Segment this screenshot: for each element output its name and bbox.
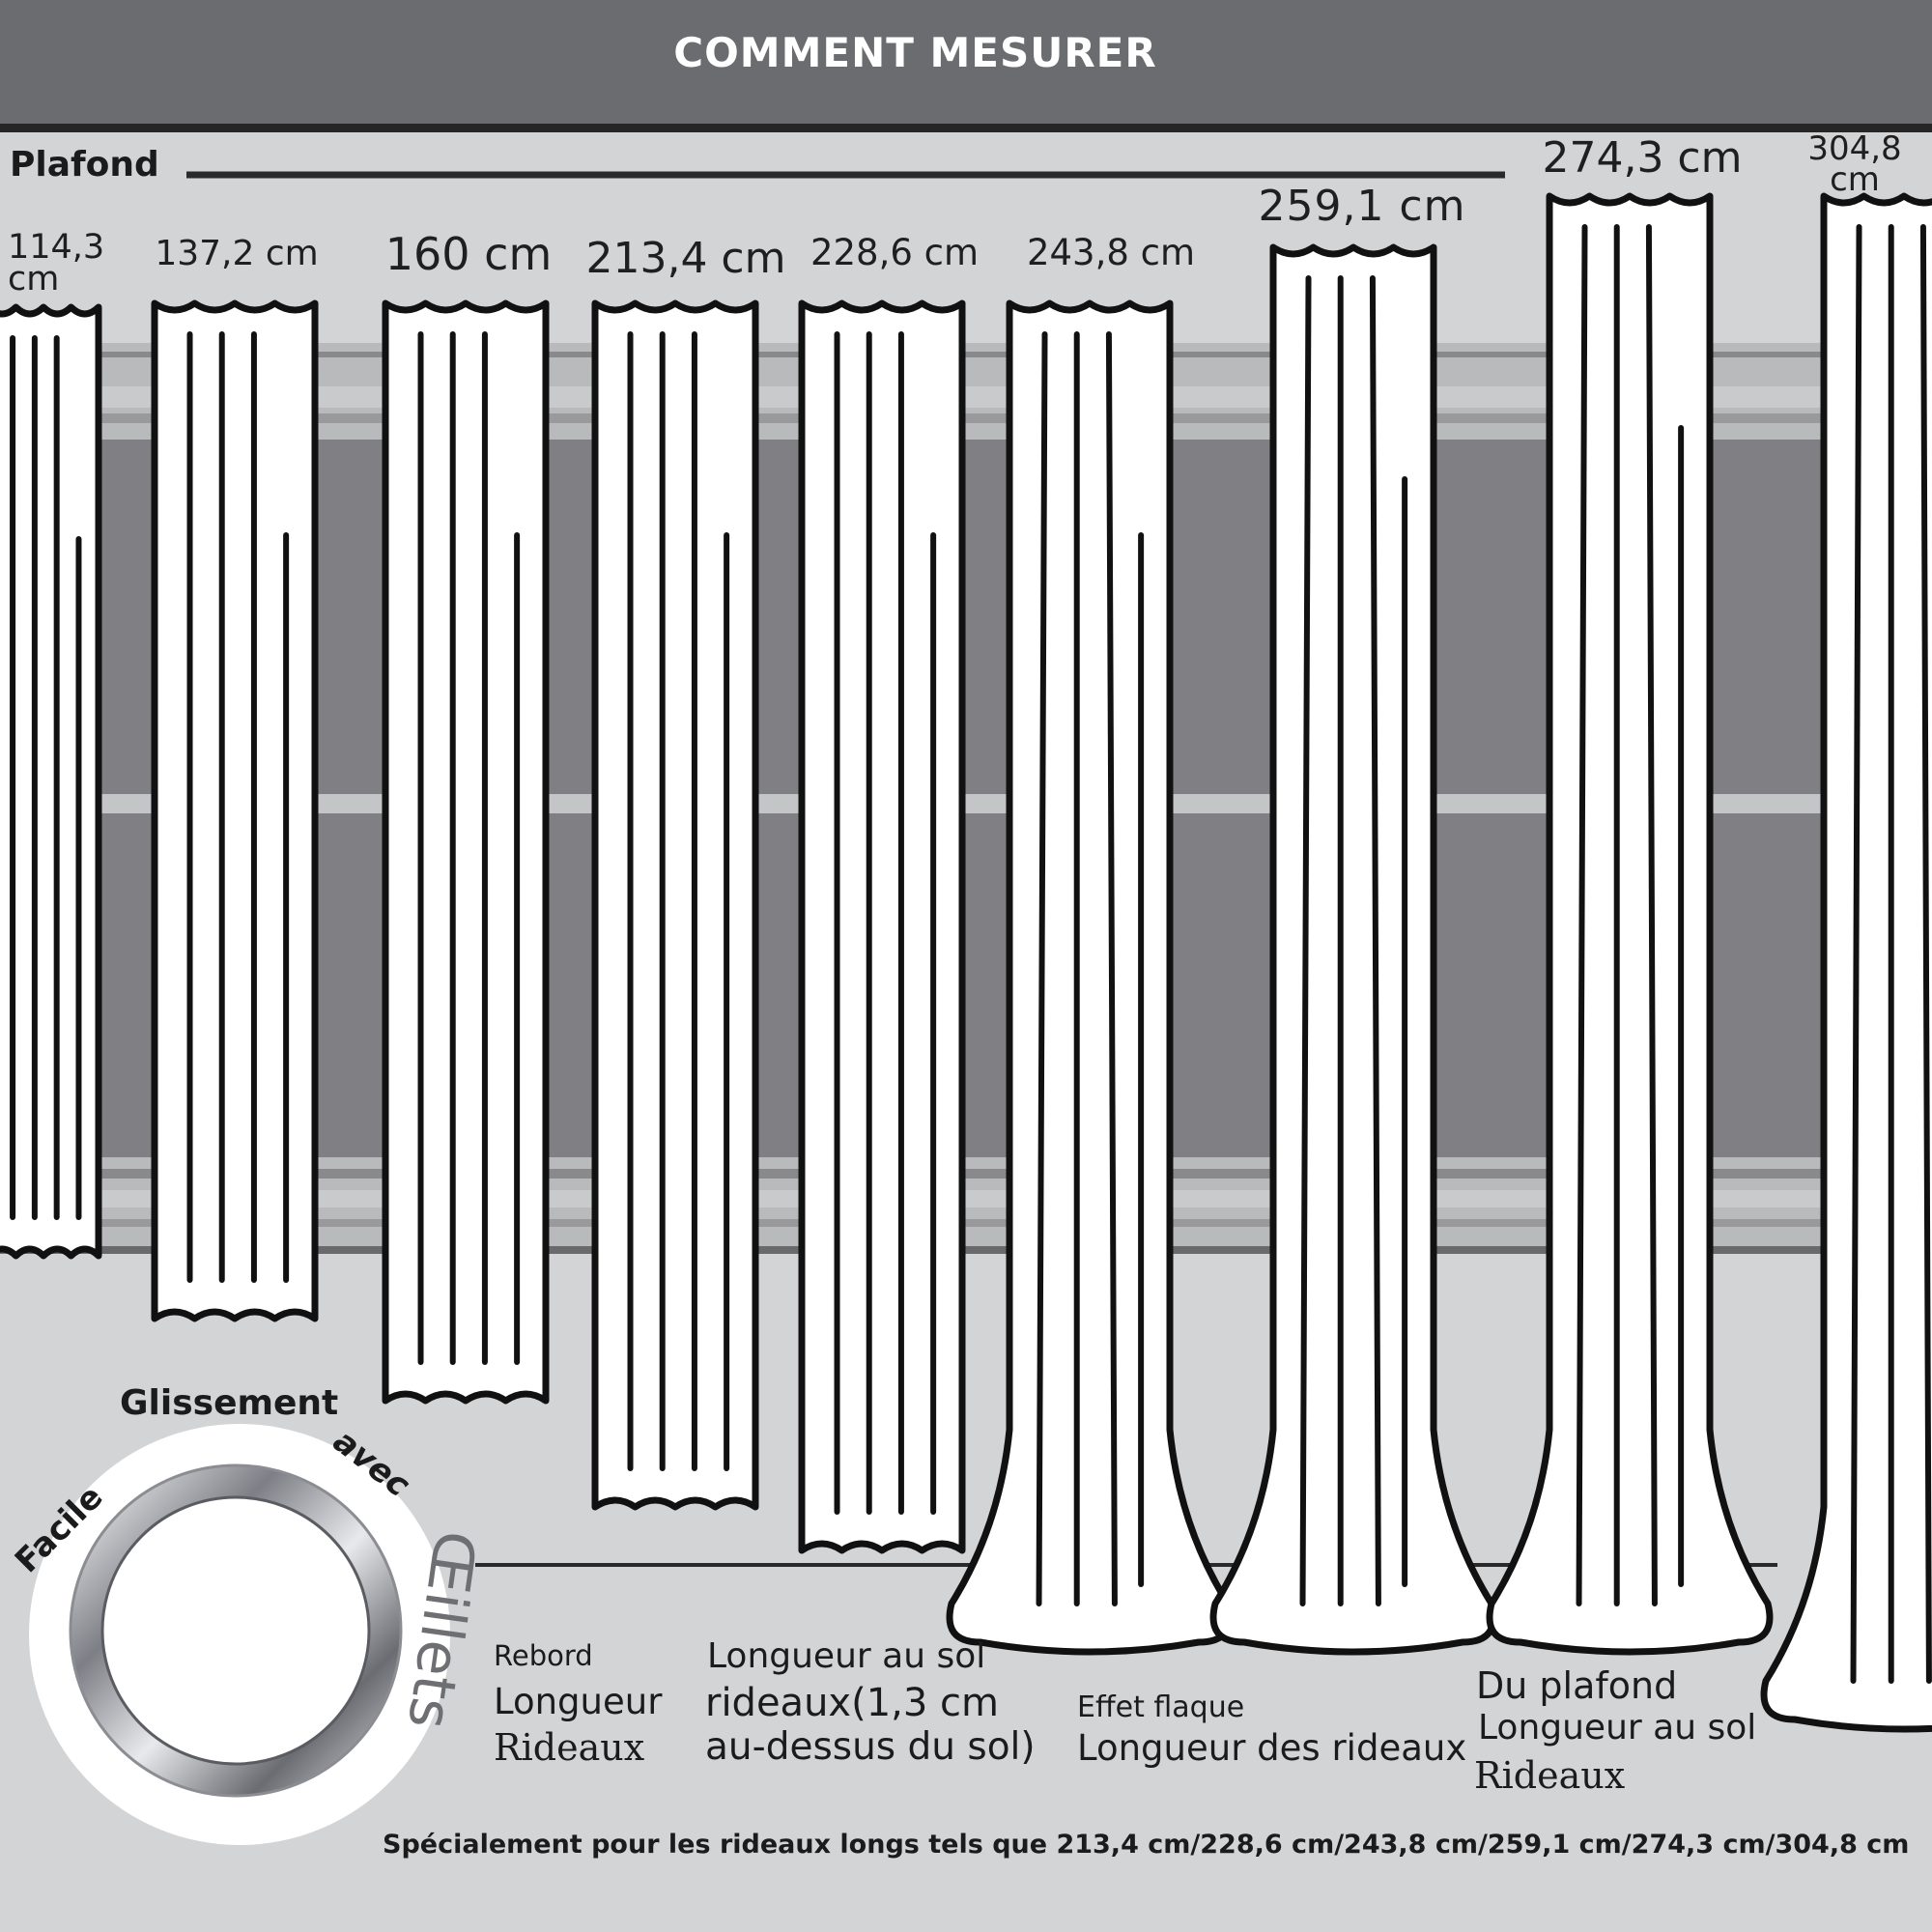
grommet-badge: Glissement Facile avec Œillets: [0, 1372, 502, 1874]
caption-floor-line3: au-dessus du sol): [705, 1725, 1036, 1769]
caption-sill-line3: Rideaux: [494, 1726, 645, 1769]
pleat-line: [1576, 224, 1588, 1606]
pleat-line: [1105, 331, 1118, 1606]
length-label-259: 259,1 cm: [1258, 182, 1466, 231]
length-label-160: 160 cm: [384, 228, 553, 280]
length-label-304: 304,8 cm: [1807, 129, 1902, 199]
length-label-274: 274,3 cm: [1542, 133, 1743, 183]
curtain-panel: [798, 299, 966, 1554]
length-label-114: 114,3 cm: [8, 228, 105, 298]
caption-puddle-line2: Longueur des rideaux: [1077, 1727, 1467, 1769]
caption-puddle-line1: Effet flaque: [1077, 1690, 1245, 1724]
length-label-243: 243,8 cm: [1026, 232, 1196, 273]
curtain-panel: [946, 299, 1234, 1656]
curtain-outline: [151, 299, 319, 1322]
curtain-outline: [798, 299, 966, 1554]
pleat-line: [1850, 224, 1862, 1684]
curtain-outline: [591, 299, 759, 1511]
curtain-panel: [151, 299, 319, 1322]
caption-floor-line2: rideaux(1,3 cm: [705, 1681, 999, 1725]
pleat-line: [1036, 331, 1048, 1606]
ceiling-label: Plafond: [10, 145, 159, 185]
header-bar: COMMENT MESURER: [0, 0, 1932, 132]
grommet-ring-icon: [29, 1424, 450, 1845]
length-label-228: 228,6 cm: [810, 232, 980, 273]
length-label-137: 137,2 cm: [155, 234, 319, 273]
page-title: COMMENT MESURER: [673, 29, 1157, 76]
curtain-panel: [1760, 192, 1932, 1733]
curtain-panel: [591, 299, 759, 1511]
curtain-outline: [1486, 192, 1774, 1656]
caption-ceiling-line3: Rideaux: [1474, 1754, 1626, 1797]
curtain-panel: [0, 303, 102, 1260]
curtain-panel: [382, 299, 550, 1405]
badge-word-top: Glissement: [120, 1383, 339, 1423]
caption-ceiling-line2: Longueur au sol: [1478, 1708, 1757, 1747]
pleat-line: [1299, 275, 1312, 1606]
pleat-line: [1645, 224, 1658, 1606]
caption-floor-line1: Longueur au sol: [707, 1636, 986, 1676]
caption-sill-line1: Rebord: [494, 1639, 593, 1672]
curtain-outline: [382, 299, 550, 1405]
curtain-panel: [1486, 192, 1774, 1656]
footnote: Spécialement pour les rideaux longs tels…: [383, 1830, 1910, 1860]
caption-sill-line2: Longueur: [494, 1681, 663, 1722]
length-label-213: 213,4 cm: [585, 234, 786, 283]
pleat-line: [1369, 275, 1381, 1606]
curtain-panel: [1209, 243, 1497, 1656]
curtain-outline: [0, 303, 102, 1260]
pleat-line: [1919, 224, 1932, 1684]
caption-ceiling-line1: Du plafond: [1476, 1664, 1678, 1707]
